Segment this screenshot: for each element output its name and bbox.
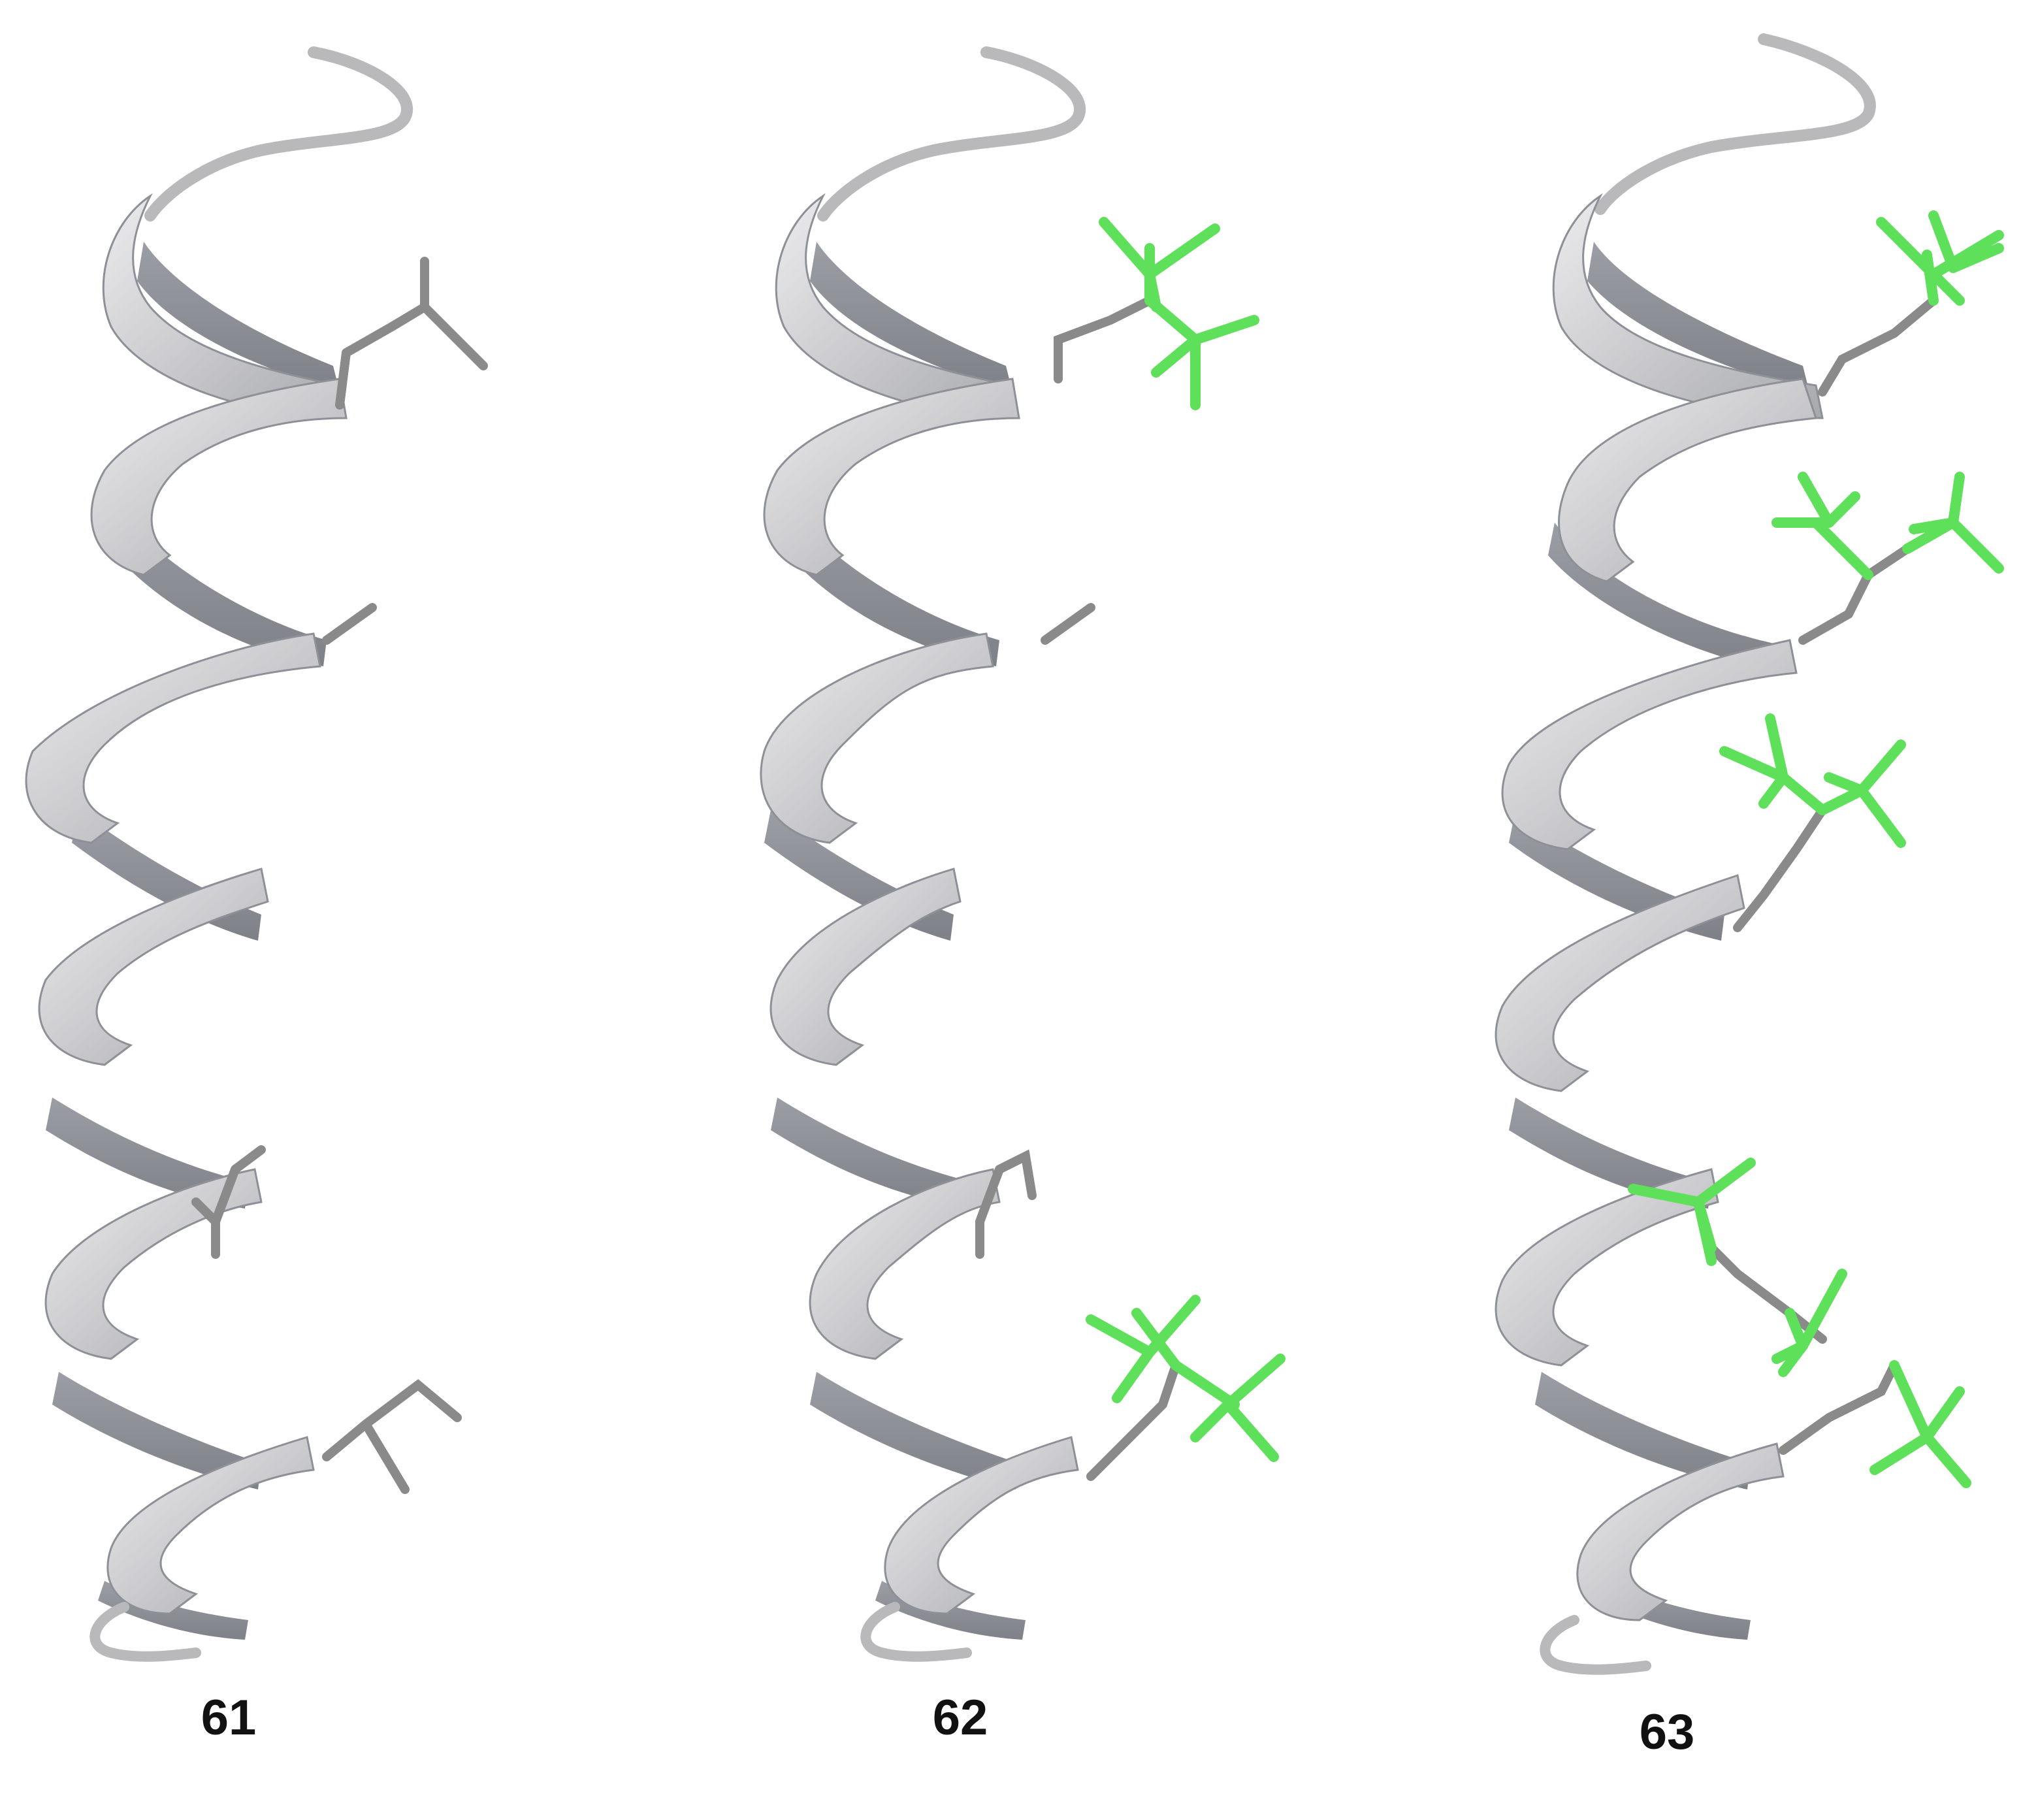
helix-coil-top [144,46,413,221]
helix-panel-62 [760,46,1286,1662]
helix-panel-63 [1495,33,2004,1675]
side-chains [191,257,488,1494]
fluorinated-groups [1086,217,1286,1462]
side-chains [1707,296,1938,1455]
helix-ribbon-front [760,193,1079,1615]
helix-panel-61 [25,46,488,1662]
panel-label-61: 61 [201,1690,257,1746]
helix-coil-bottom [860,1602,972,1662]
side-chains [975,296,1180,1481]
helix-coil-bottom [1540,1615,1651,1675]
helix-ribbon-back [46,242,340,1640]
helix-coil-top [1594,33,1876,215]
helix-coil-top [817,46,1086,221]
panel-label-62: 62 [932,1690,988,1746]
helix-ribbon-front [1495,193,1824,1621]
fluorinated-groups [1628,210,2004,1488]
panel-label-63: 63 [1639,1704,1695,1760]
helix-coil-bottom [89,1602,201,1662]
